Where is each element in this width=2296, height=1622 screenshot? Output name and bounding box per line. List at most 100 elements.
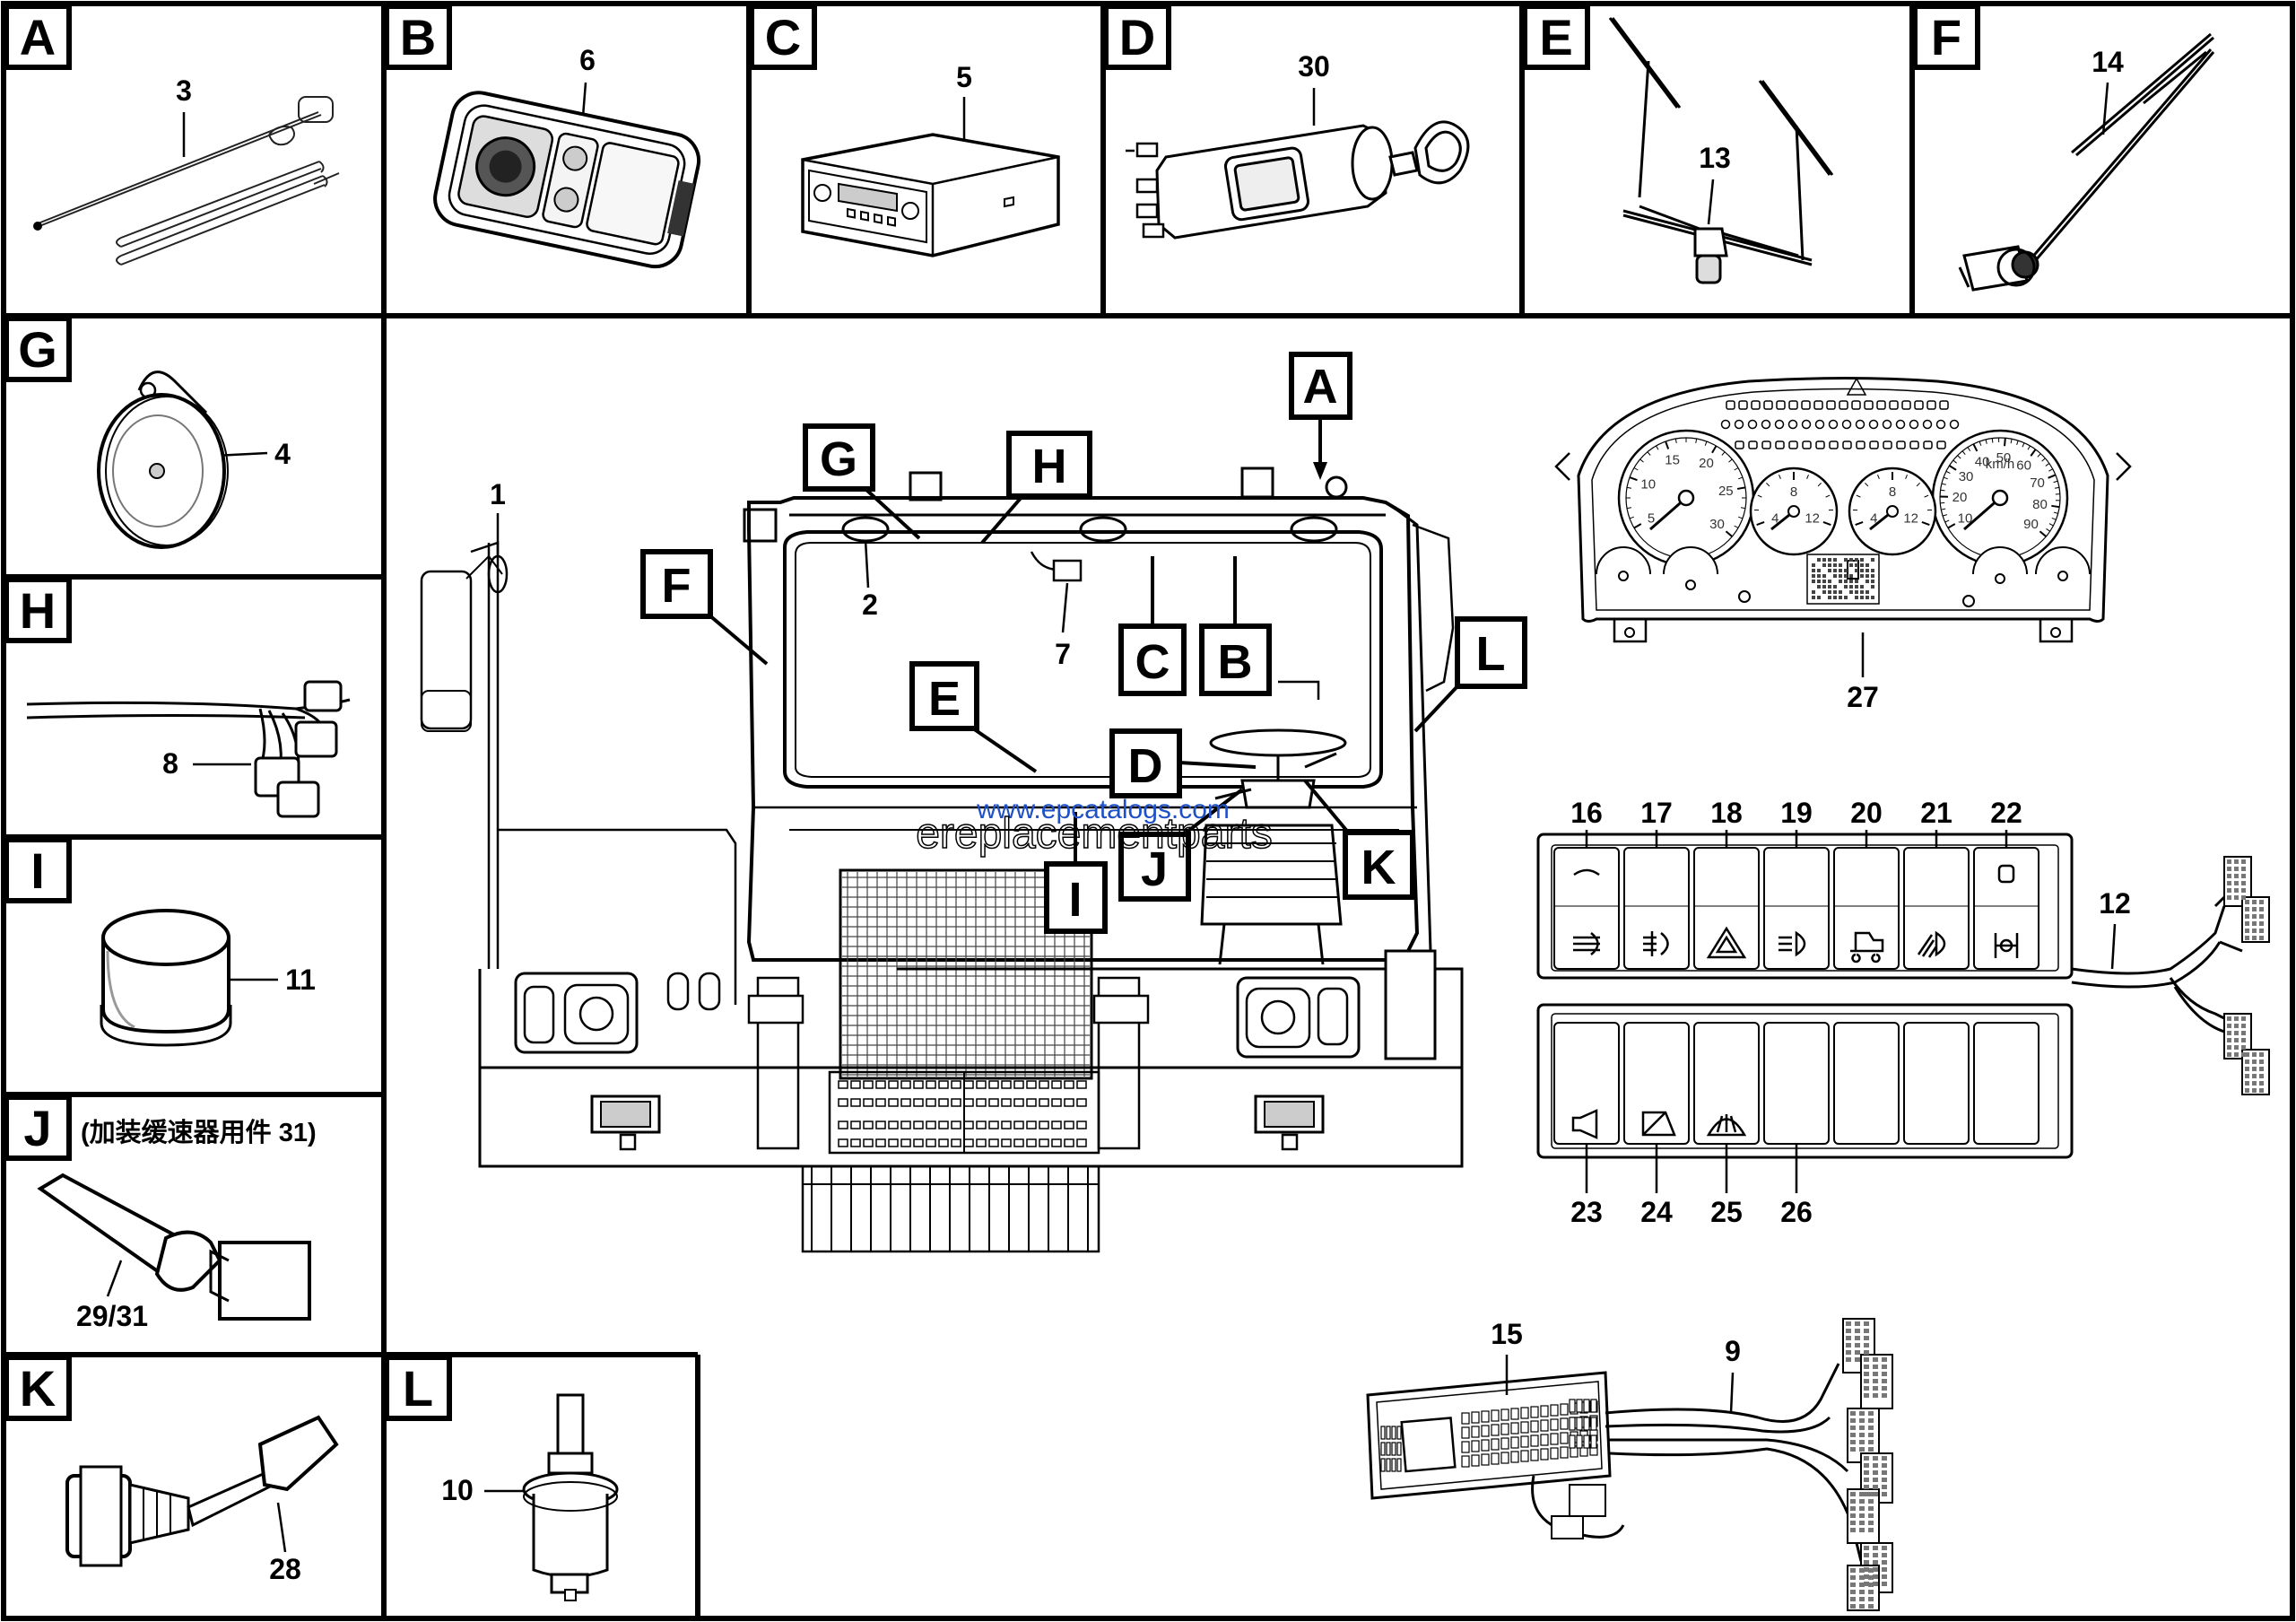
switch-part-number: 22 — [1990, 797, 2022, 829]
callout-g-letter: G — [820, 432, 857, 486]
panel-e-wiper-linkage: 13 — [1608, 17, 1834, 284]
dial-tick-label: 25 — [1718, 484, 1734, 499]
dial-tick-label: 15 — [1665, 453, 1680, 468]
dial-tick-label: 10 — [1958, 511, 1973, 527]
panel-j-lever: (加装缓速器用件 31) 29/31 — [37, 1118, 317, 1332]
panel-e-letter: E — [1539, 9, 1572, 65]
callout-g: G — [803, 423, 921, 540]
part-number-11: 11 — [285, 964, 316, 996]
panel-b-cab-lamp: 6 — [433, 44, 701, 269]
panel-j-label: J — [4, 1094, 72, 1161]
switch-icon — [1779, 930, 1806, 957]
dial-tick-label: 90 — [2023, 517, 2039, 532]
panel-e-label: E — [1522, 4, 1590, 70]
cab-front-view — [420, 467, 1464, 1253]
panel-c-label: C — [749, 4, 817, 70]
main-part-numbers: 1 2 7 — [490, 478, 1071, 670]
panel-h-harness: 8 — [26, 680, 351, 818]
switch-part-number: 16 — [1570, 797, 1603, 829]
panel-g-horn: 4 — [97, 371, 291, 549]
part-number-14: 14 — [2092, 46, 2124, 78]
switch-bottom-slot — [1623, 1022, 1690, 1145]
panel-b-label: B — [384, 4, 452, 70]
switch-icon — [1994, 864, 2019, 958]
switch-bottom-slot — [1553, 1022, 1620, 1145]
panel-f-letter: F — [1931, 9, 1961, 65]
part-number-27: 27 — [1847, 681, 1879, 713]
switch-icon — [1850, 931, 1884, 964]
dial-tick-label: 4 — [1870, 511, 1877, 527]
part-number-9: 9 — [1725, 1335, 1741, 1367]
part-number-4: 4 — [274, 438, 291, 470]
panel-i-knob: 11 — [100, 909, 316, 1047]
panel-b-letter: B — [400, 9, 436, 65]
panel-f-wiper-motor: 14 — [1958, 32, 2215, 292]
switch-bottom-slot — [1833, 1022, 1900, 1145]
switch-part-number: 19 — [1780, 797, 1813, 829]
dial-tick-label: 12 — [1805, 511, 1820, 527]
switch-part-number: 23 — [1570, 1196, 1603, 1228]
callout-f: F — [640, 549, 769, 666]
callout-b: B — [1199, 556, 1272, 696]
callout-i: I — [1044, 812, 1108, 934]
part-number-29-31: 29/31 — [76, 1300, 148, 1332]
switch-icon — [1706, 1114, 1747, 1137]
callout-k: K — [1303, 779, 1415, 900]
panel-a-letter: A — [20, 9, 56, 65]
switch-icon — [1706, 926, 1747, 959]
switch-part-number: 17 — [1640, 797, 1673, 829]
callout-k-letter: K — [1361, 841, 1396, 894]
panel-a-label: A — [4, 4, 72, 70]
dial-tick-label: 20 — [1952, 490, 1968, 505]
dial-tick-label: 60 — [2016, 458, 2031, 474]
panel-a-antenna: 3 — [33, 74, 340, 266]
callout-c-letter: C — [1135, 635, 1170, 689]
callout-f-letter: F — [662, 559, 691, 613]
callout-a-letter: A — [1303, 360, 1338, 414]
dial-tick-label: 70 — [2030, 475, 2045, 491]
panel-d-letter: D — [1119, 9, 1155, 65]
part-number-10: 10 — [441, 1474, 474, 1506]
panel-l-letter: L — [403, 1360, 433, 1417]
callout-b-letter: B — [1218, 635, 1253, 689]
panel-h-letter: H — [20, 582, 56, 639]
dial-tick-label: 8 — [1889, 484, 1896, 500]
panel-h-label: H — [4, 577, 72, 643]
speed-unit: km/h — [1986, 457, 2015, 472]
dial-tick-label: 80 — [2032, 497, 2048, 512]
panel-c-radio: 5 — [801, 61, 1060, 257]
callout-j-letter: J — [1141, 842, 1168, 896]
switch-icon — [1917, 930, 1946, 958]
panel-d-label: D — [1103, 4, 1171, 70]
switch-bottom-slot — [1903, 1022, 1970, 1145]
callout-h: H — [980, 431, 1092, 545]
part-number-5: 5 — [956, 61, 972, 93]
callout-d: D — [1109, 728, 1257, 798]
panel-g-label: G — [4, 316, 72, 382]
dial-tick-label: 8 — [1790, 484, 1797, 500]
panel-l-label: L — [384, 1355, 452, 1421]
part-number-8: 8 — [162, 747, 178, 780]
part-number-7: 7 — [1055, 638, 1071, 670]
switch-part-number: 25 — [1710, 1196, 1743, 1228]
callout-i-letter: I — [1068, 873, 1082, 927]
panel-d-ignition: 30 — [1126, 50, 1470, 240]
fuse-box-assembly: 15 9 — [1366, 1318, 1893, 1611]
panel-g-letter: G — [18, 321, 57, 378]
panel-f-label: F — [1912, 4, 1980, 70]
dial-tick-label: 50 — [1996, 450, 2012, 466]
panel-l-sender: 10 — [441, 1393, 619, 1601]
callout-l-letter: L — [1476, 627, 1506, 681]
part-number-1: 1 — [490, 478, 506, 510]
switch-icon — [1571, 1109, 1598, 1139]
retarder-note: (加装缓速器用件 31) — [81, 1118, 317, 1147]
watermark-line-2: ereplacementparts — [916, 810, 1273, 858]
panel-i-label: I — [4, 837, 72, 903]
part-number-3: 3 — [176, 74, 192, 107]
panel-k-label: K — [4, 1355, 72, 1421]
panel-c-letter: C — [765, 9, 801, 65]
part-number-13: 13 — [1699, 142, 1731, 174]
switch-part-number: 24 — [1640, 1196, 1673, 1228]
panel-letter-labels: A B C D E F G H I J K L — [4, 4, 1980, 1421]
